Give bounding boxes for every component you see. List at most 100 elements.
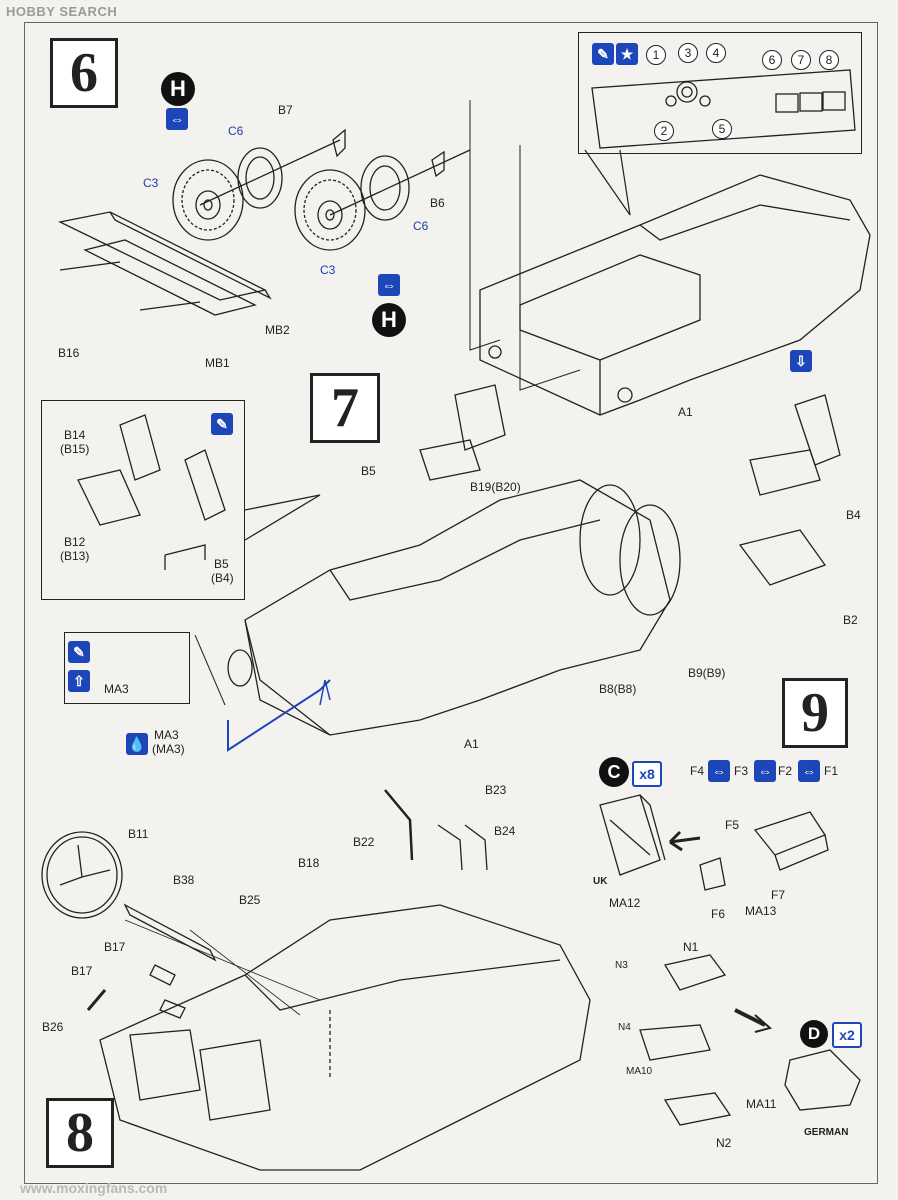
reverse-arrows-icon-f3: ⇔ <box>708 760 730 782</box>
dash-marker-3: 3 <box>678 43 698 63</box>
label-ma12: MA12 <box>609 896 641 910</box>
label-ma3: MA3 <box>154 728 179 742</box>
dash-marker-2: 2 <box>654 121 674 141</box>
label-c3-left: C3 <box>143 176 159 190</box>
wheel-left-drawing <box>172 147 283 241</box>
ma3-detail-box <box>64 632 190 704</box>
label-b5: B5 <box>361 464 376 478</box>
label-a1-step6: A1 <box>678 405 693 419</box>
label-b2: B2 <box>843 613 858 627</box>
label-b17-top: B17 <box>104 940 126 954</box>
label-a1-step7: A1 <box>464 737 479 751</box>
label-b5-detail: B5 <box>214 557 229 571</box>
page-frame <box>24 22 878 1184</box>
step-6-number: 6 <box>50 38 118 108</box>
label-b9-b9: B9(B9) <box>688 666 726 680</box>
dash-marker-7: 7 <box>791 50 811 70</box>
label-c3-right: C3 <box>320 263 336 277</box>
jerrycan-uk-drawing <box>599 794 666 876</box>
reverse-arrows-icon: ⇔ <box>166 108 188 130</box>
label-b6: B6 <box>430 196 445 210</box>
part-h-marker-2: H <box>372 303 406 337</box>
label-ma3-detail: MA3 <box>104 682 129 696</box>
down-arrow-icon: ⇩ <box>790 350 812 372</box>
label-c6-left: C6 <box>228 124 244 138</box>
label-b7: B7 <box>278 103 293 117</box>
seat-detail-drawing <box>77 414 226 570</box>
watermark-bottom: www.moxingfans.com <box>20 1180 168 1196</box>
watermark: HOBBY SEARCH <box>6 4 118 19</box>
label-ma10: MA10 <box>626 1066 653 1077</box>
label-n3: N3 <box>615 960 628 971</box>
label-b25: B25 <box>239 893 261 907</box>
step-8-number: 8 <box>46 1098 114 1168</box>
label-b4: B4 <box>846 508 861 522</box>
label-b24: B24 <box>494 824 516 838</box>
label-b4-detail: (B4) <box>211 571 234 585</box>
label-ma11: MA11 <box>746 1097 777 1111</box>
label-b11: B11 <box>128 827 149 841</box>
dash-marker-8: 8 <box>819 50 839 70</box>
label-b38: B38 <box>173 873 195 887</box>
jerrycan-german-drawing <box>639 954 861 1126</box>
paint-brush-icon: ✎ <box>592 43 614 65</box>
paint-brush-icon-2: ✎ <box>211 413 233 435</box>
label-b23: B23 <box>485 783 507 797</box>
dash-marker-4: 4 <box>706 43 726 63</box>
label-ma13: MA13 <box>745 904 777 918</box>
step-7-number: 7 <box>310 373 380 443</box>
steering-wheel-drawing <box>41 831 123 919</box>
label-b22: B22 <box>353 835 375 849</box>
label-f1: F1 <box>824 764 839 778</box>
glue-drop-icon: 💧 <box>126 733 148 755</box>
star-decal-icon: ★ <box>616 43 638 65</box>
label-b18: B18 <box>298 856 320 870</box>
label-f2: F2 <box>778 764 793 778</box>
label-uk: UK <box>593 876 608 887</box>
part-c-marker: C <box>599 757 629 787</box>
jerrycan-f-drawing <box>699 811 829 891</box>
label-f3: F3 <box>734 764 749 778</box>
multiply-2-badge: x2 <box>832 1022 862 1048</box>
reverse-arrows-icon-f2: ⇔ <box>754 760 776 782</box>
label-b13: (B13) <box>60 549 90 563</box>
label-b12: B12 <box>64 535 86 549</box>
jeep-body-step7-drawing <box>227 479 681 736</box>
dash-marker-5: 5 <box>712 119 732 139</box>
up-arrow-icon: ⇧ <box>68 670 90 692</box>
label-b26: B26 <box>42 1020 64 1034</box>
mesh-plate-drawing <box>57 211 272 316</box>
label-mb1: MB1 <box>205 356 230 370</box>
multiply-8-badge: x8 <box>632 761 662 787</box>
label-ma3-paren: (MA3) <box>152 742 185 756</box>
label-b17-bottom: B17 <box>71 964 93 978</box>
label-n2: N2 <box>716 1136 732 1150</box>
seat-detail-box <box>41 400 245 600</box>
label-n1: N1 <box>683 940 699 954</box>
jeep-body-step6-drawing <box>479 174 871 416</box>
paint-brush-icon-3: ✎ <box>68 641 90 663</box>
jeep-body-step8-drawing <box>99 904 591 1171</box>
dash-marker-1: 1 <box>646 45 666 65</box>
label-b16: B16 <box>58 346 80 360</box>
part-d-marker: D <box>800 1020 828 1048</box>
label-b19-b20: B19(B20) <box>470 480 521 494</box>
step-9-number: 9 <box>782 678 848 748</box>
dash-marker-6: 6 <box>762 50 782 70</box>
label-german: GERMAN <box>804 1127 849 1138</box>
label-f5: F5 <box>725 818 740 832</box>
label-mb2: MB2 <box>265 323 290 337</box>
label-c6-right: C6 <box>413 219 429 233</box>
reverse-arrows-icon-f1: ⇔ <box>798 760 820 782</box>
label-b8-b8: B8(B8) <box>599 682 637 696</box>
wheel-right-drawing <box>294 155 410 251</box>
label-f4: F4 <box>690 764 705 778</box>
dashboard-detail-box <box>578 32 862 154</box>
reverse-arrows-icon-2: ⇔ <box>378 274 400 296</box>
label-n4: N4 <box>618 1022 631 1033</box>
part-h-marker: H <box>161 72 195 106</box>
label-b14: B14 <box>64 428 86 442</box>
label-f7: F7 <box>771 888 786 902</box>
label-f6: F6 <box>711 907 726 921</box>
